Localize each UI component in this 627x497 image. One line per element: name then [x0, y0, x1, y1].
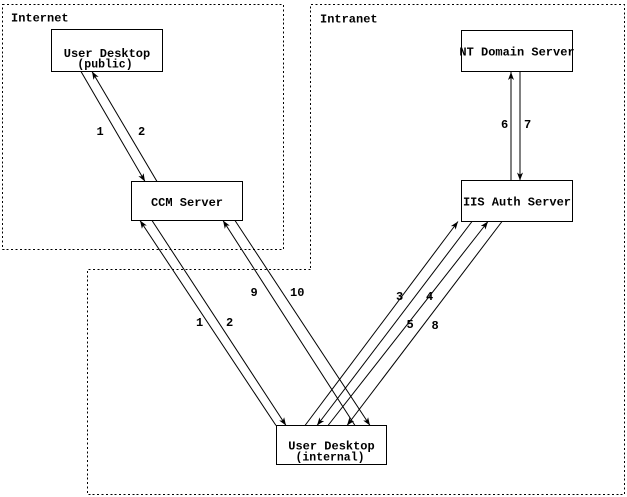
edge-4-label: 4: [426, 290, 433, 304]
edge-8-iis-to-desktop-internal: [346, 221, 503, 426]
edge-1-desktop-internal-to-ccm: [139, 220, 277, 426]
node-ccm-server-box: [131, 181, 243, 221]
edge-8-label: 8: [432, 319, 439, 333]
node-iis-auth-server-title: IIS Auth Server: [463, 196, 571, 210]
edge-3-label: 3: [396, 290, 403, 304]
edge-1-internal-label: 1: [196, 316, 203, 330]
node-user-desktop-internal-subtitle: (internal): [295, 452, 364, 465]
edge-6-label: 6: [501, 118, 508, 132]
edge-4-iis-to-desktop-internal: [316, 221, 473, 426]
edge-1-public-label: 1: [97, 125, 104, 139]
intranet-zone-outline: [87, 4, 625, 495]
node-ccm-server-title: CCM Server: [151, 196, 223, 210]
edge-2-ccm-to-desktop-internal: [151, 220, 287, 426]
internet-zone-label: Internet: [11, 12, 69, 26]
internet-zone-outline: [2, 4, 284, 250]
edge-10-ccm-to-desktop-internal: [234, 220, 371, 426]
edge-2-internal-label: 2: [226, 316, 233, 330]
node-user-desktop-internal-title: User Desktop: [288, 440, 374, 454]
edge-2-ccm-to-desktop-public: [91, 71, 158, 182]
node-user-desktop-public-box: [51, 29, 163, 72]
edge-5-desktop-internal-to-iis: [327, 221, 489, 426]
node-nt-domain-server-box: [461, 30, 573, 72]
edge-9-label: 9: [251, 286, 258, 300]
node-user-desktop-internal-box: [276, 425, 387, 465]
node-iis-auth-server-box: [461, 180, 573, 222]
edge-7-label: 7: [524, 118, 531, 132]
edge-1-desktop-public-to-ccm: [80, 71, 146, 182]
edge-9-desktop-internal-to-ccm: [222, 220, 356, 426]
intranet-zone-label: Intranet: [320, 13, 378, 27]
edge-2-public-label: 2: [138, 125, 145, 139]
node-nt-domain-server-title: NT Domain Server: [459, 46, 574, 60]
edge-5-label: 5: [407, 318, 414, 332]
node-user-desktop-public-subtitle: (public): [77, 59, 132, 72]
node-user-desktop-public-title: User Desktop: [64, 47, 150, 61]
edge-10-label: 10: [290, 286, 304, 300]
edge-3-desktop-internal-to-iis: [304, 221, 459, 426]
